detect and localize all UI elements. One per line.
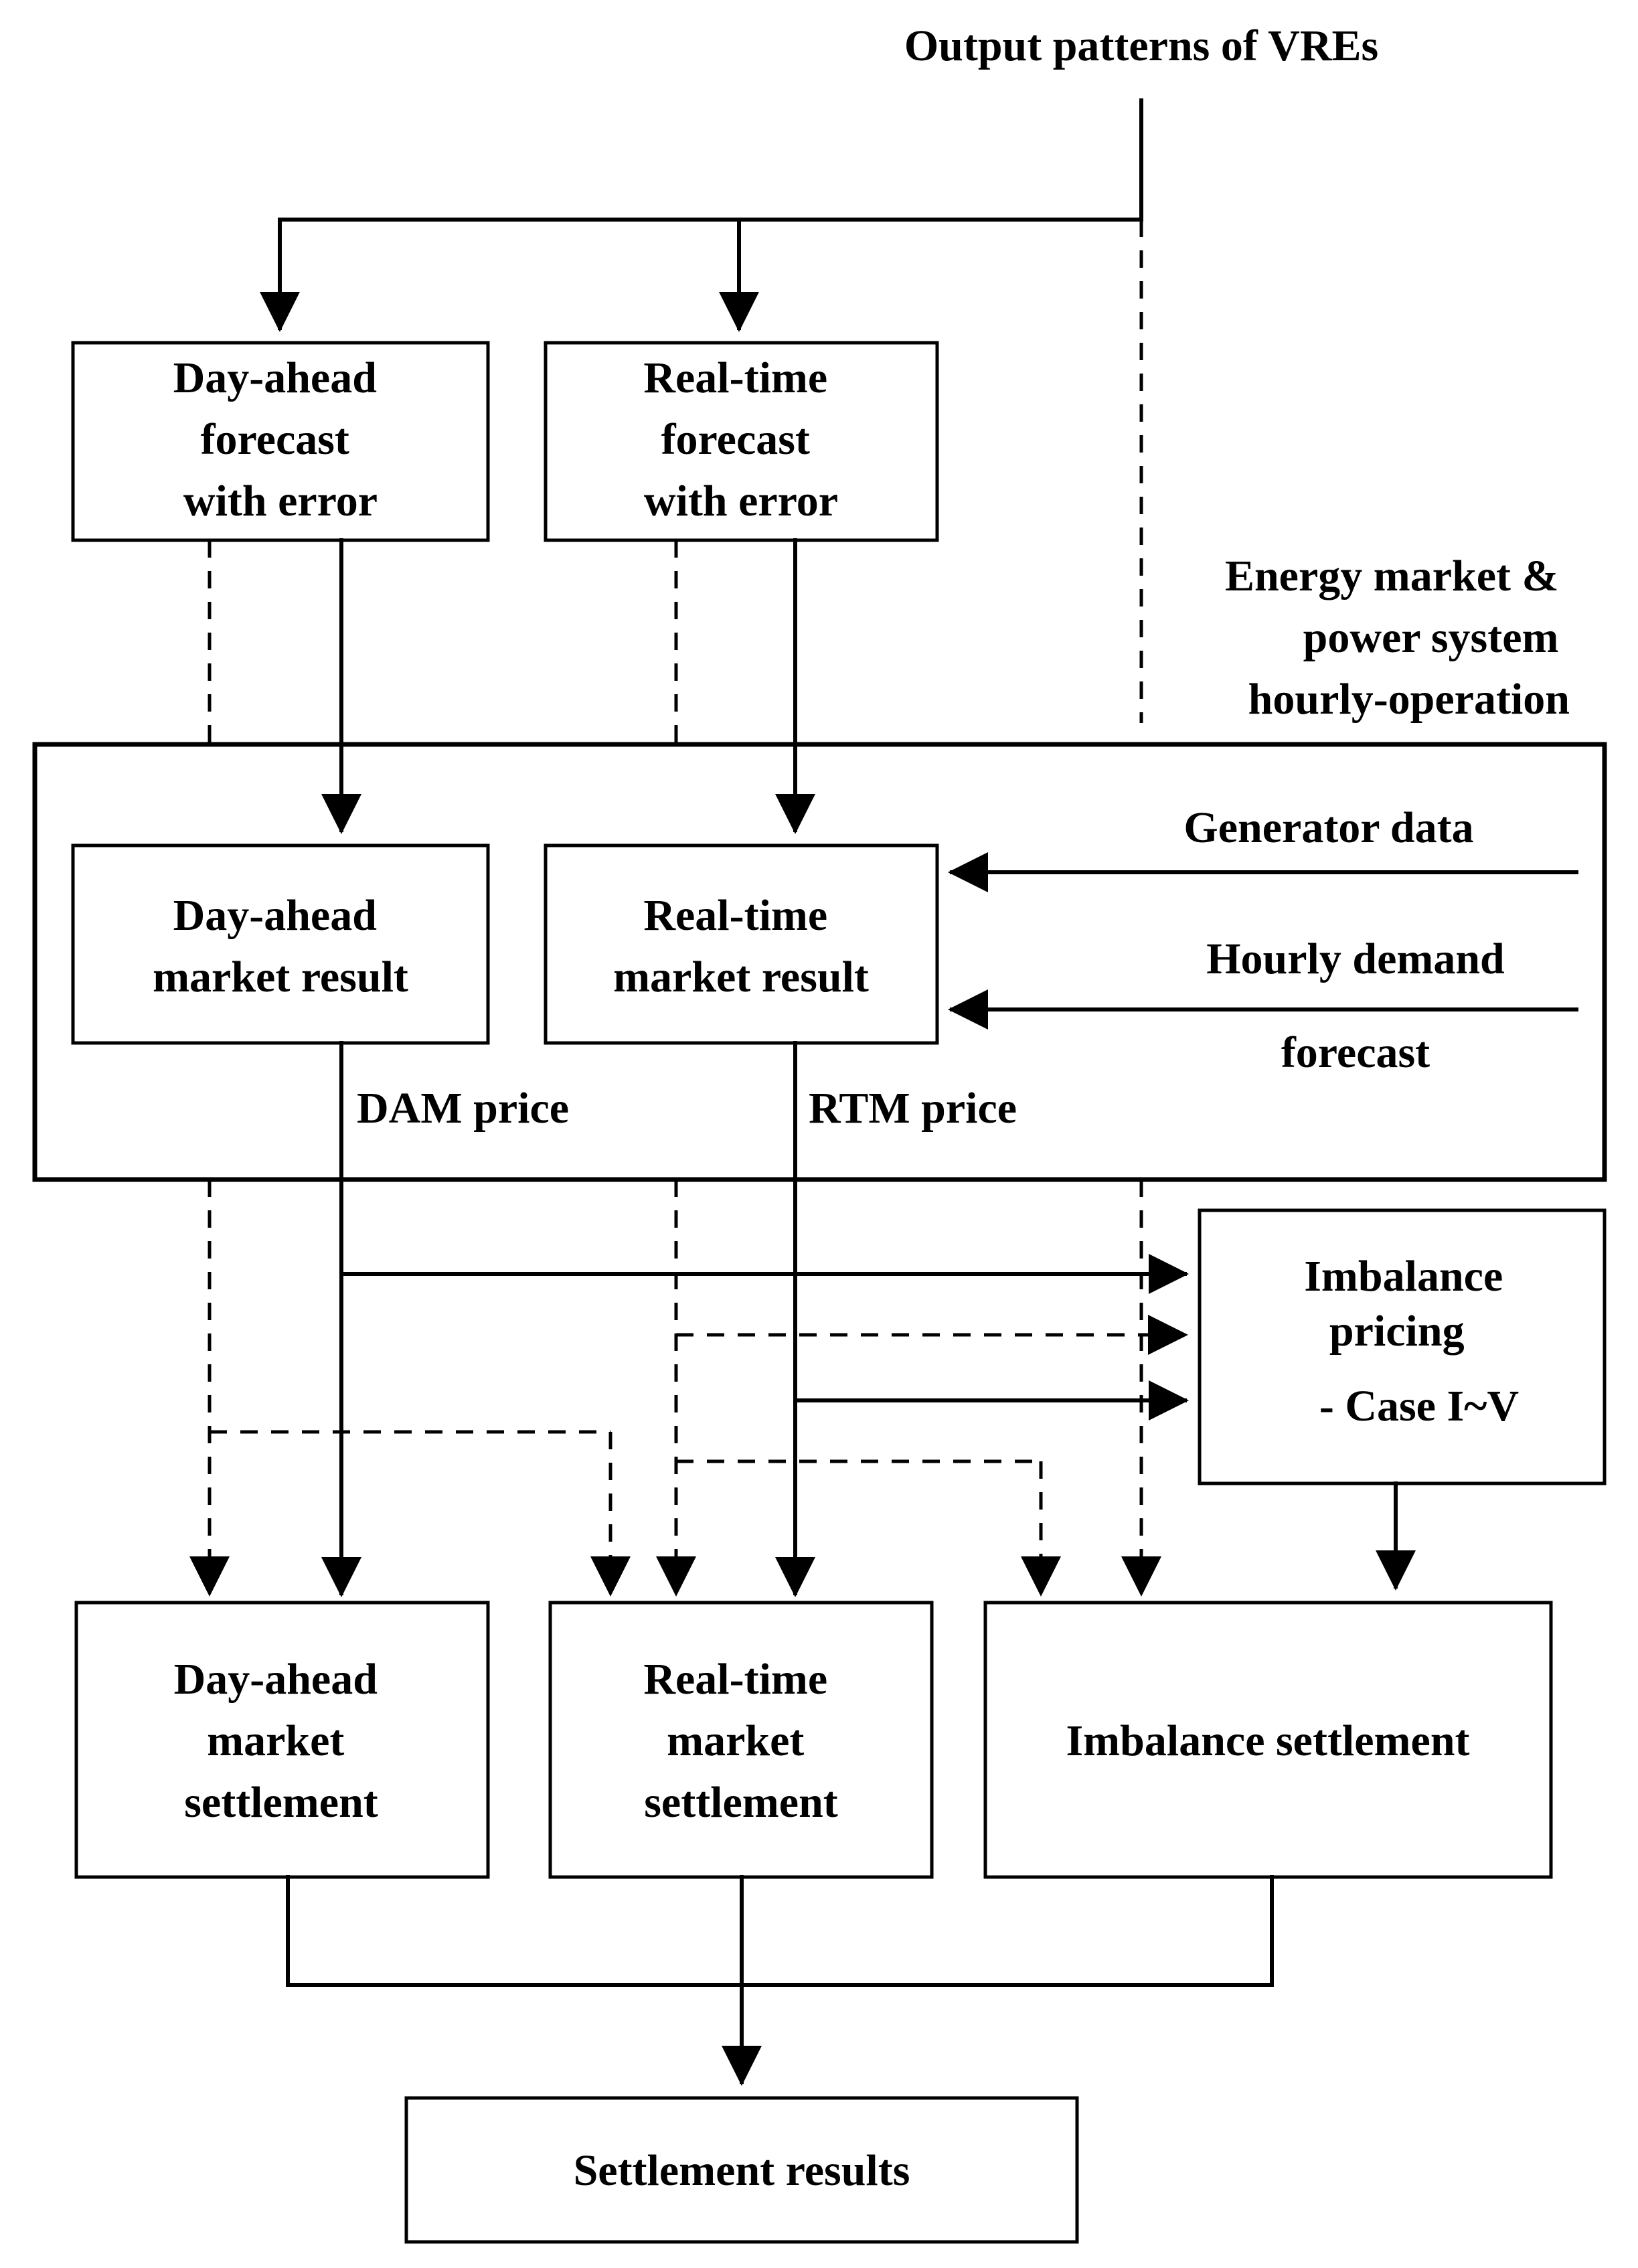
imbalance-pricing-box: Imbalance pricing - Case I~V [1198,1208,1607,1485]
da-forecast-box: Day-ahead forecast with error [71,341,490,542]
da-forecast-label: Day-ahead forecast with error [173,353,388,525]
group-label-energy-market: Energy market & power system hourly-oper… [1225,552,1570,724]
rt-market-label: Real-time market result [613,891,869,1001]
da-settlement-box: Day-ahead market settlement [74,1601,490,1879]
dam-price-label: DAM price [357,1084,569,1133]
rt-settlement-label: Real-time market settlement [643,1655,838,1827]
merge-lines [286,1875,1274,2086]
generator-data-label: Generator data [1183,803,1473,852]
settlement-results-box: Settlement results [404,2096,1079,2244]
da-market-box: Day-ahead market result [71,843,490,1045]
top-distribution-lines [260,98,1143,723]
rtm-price-label: RTM price [809,1084,1017,1133]
rt-forecast-label: Real-time forecast with error [643,353,838,525]
imbalance-pricing-label: Imbalance pricing - Case I~V [1304,1252,1519,1431]
rt-forecast-box: Real-time forecast with error [544,341,939,542]
forecast-to-market-lines [208,540,678,744]
rt-settlement-box: Real-time market settlement [548,1601,934,1879]
hourly-demand-label: Hourly demand [1206,935,1505,983]
forecast-to-market-arrows [321,538,815,834]
dashed-quantity-lines [189,1180,1188,1597]
price-lines [321,1041,1189,1597]
da-market-label: Day-ahead market result [153,891,408,1001]
title-output-patterns: Output patterns of VREs [904,21,1378,70]
rt-market-box: Real-time market result [544,843,939,1045]
input-arrows [948,852,1578,1030]
settlement-results-label: Settlement results [574,2146,910,2195]
forecast-input-label: forecast [1281,1028,1430,1077]
imbalance-settlement-label: Imbalance settlement [1066,1716,1469,1765]
imbalance-settlement-box: Imbalance settlement [983,1601,1553,1879]
da-settlement-label: Day-ahead market settlement [174,1655,389,1827]
